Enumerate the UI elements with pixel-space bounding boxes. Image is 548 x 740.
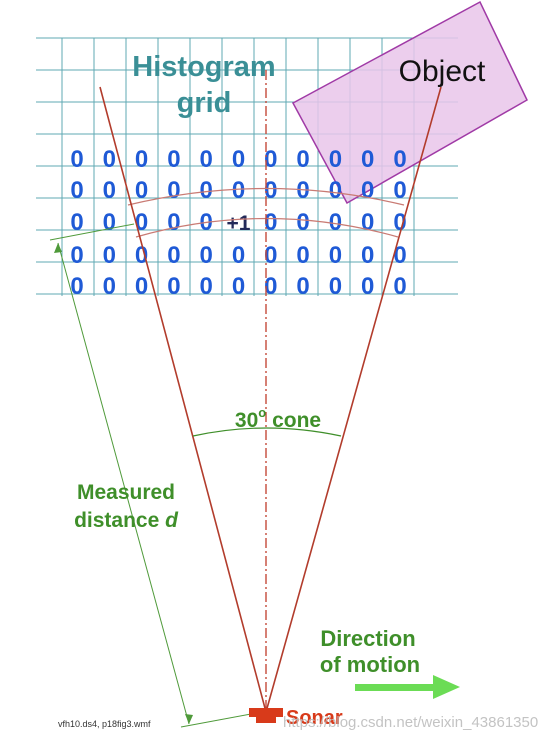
grid-cell-value: 0 bbox=[361, 242, 374, 269]
grid-cell-value: 0 bbox=[329, 242, 342, 269]
sonar-icon bbox=[249, 708, 283, 723]
grid-cell-value: 0 bbox=[329, 209, 342, 236]
grid-cell-value: 0 bbox=[70, 273, 83, 300]
grid-cell-value: 0 bbox=[296, 273, 309, 300]
grid-cell-value: 0 bbox=[264, 209, 277, 236]
grid-cell-value: 0 bbox=[167, 242, 180, 269]
grid-cell-value: 0 bbox=[103, 242, 116, 269]
grid-cell-value: 0 bbox=[329, 177, 342, 204]
cone-degree: o bbox=[258, 405, 266, 420]
grid-cell-value: 0 bbox=[296, 177, 309, 204]
grid-cell-value: 0 bbox=[232, 242, 245, 269]
cone-value: 30 bbox=[235, 409, 258, 432]
grid-cell-value: 0 bbox=[135, 146, 148, 173]
grid-cell-value: 0 bbox=[264, 273, 277, 300]
object-label: Object bbox=[399, 55, 486, 88]
cone-label: 30o cone bbox=[235, 405, 321, 432]
measured-line2-text: distance bbox=[74, 509, 159, 532]
grid-cell-value: 0 bbox=[167, 146, 180, 173]
direction-line2: of motion bbox=[320, 652, 420, 677]
watermark: https://blog.csdn.net/weixin_43861350 bbox=[283, 714, 538, 731]
grid-cell-value: 0 bbox=[103, 146, 116, 173]
grid-cell-value: 0 bbox=[167, 177, 180, 204]
sonar-label: Sonar bbox=[286, 707, 343, 729]
footer-file-label: vfh10.ds4, p18fig3.wmf bbox=[58, 719, 151, 729]
grid-cell-value: 0 bbox=[393, 209, 406, 236]
cone-right-edge bbox=[265, 86, 442, 713]
direction-arrow-icon bbox=[355, 675, 460, 699]
grid-cell-value: 0 bbox=[361, 209, 374, 236]
grid-cell-value: 0 bbox=[232, 146, 245, 173]
cone-angle-arc bbox=[192, 427, 342, 437]
grid-cell-value: 0 bbox=[393, 242, 406, 269]
grid-cell-value: 0 bbox=[361, 273, 374, 300]
grid-cell-value: 0 bbox=[393, 177, 406, 204]
grid-cell-value: 0 bbox=[296, 242, 309, 269]
title-line1: Histogram bbox=[132, 51, 275, 83]
grid-cell-value: 0 bbox=[135, 242, 148, 269]
measured-line2: distance d bbox=[74, 509, 179, 532]
grid-cell-value: 0 bbox=[167, 273, 180, 300]
grid-cell-value: 0 bbox=[167, 209, 180, 236]
grid-cell-value: 0 bbox=[232, 273, 245, 300]
grid-cell-value: 0 bbox=[135, 209, 148, 236]
grid-cell-value: 0 bbox=[232, 177, 245, 204]
grid-cell-value: 0 bbox=[135, 177, 148, 204]
grid-cell-value: 0 bbox=[361, 146, 374, 173]
grid-cell-value: 0 bbox=[103, 177, 116, 204]
grid-cell-value: 0 bbox=[393, 146, 406, 173]
grid-cell-value: 0 bbox=[200, 177, 213, 204]
grid-cell-value: 0 bbox=[70, 177, 83, 204]
grid-cell-value: 0 bbox=[200, 273, 213, 300]
grid-cell-value: 0 bbox=[296, 209, 309, 236]
measured-distance-dimension bbox=[49, 223, 263, 728]
object-box bbox=[291, 0, 528, 205]
grid-cell-value: 0 bbox=[70, 242, 83, 269]
grid-cell-value: 0 bbox=[135, 273, 148, 300]
cone-left-edge bbox=[99, 86, 267, 713]
grid-cell-value: 0 bbox=[70, 209, 83, 236]
grid-cell-value: 0 bbox=[329, 273, 342, 300]
grid-cell-value: 0 bbox=[361, 177, 374, 204]
histogram-grid-lines bbox=[36, 37, 458, 296]
grid-cell-value: 0 bbox=[264, 177, 277, 204]
grid-cell-value: 0 bbox=[70, 146, 83, 173]
grid-cell-value: 0 bbox=[393, 273, 406, 300]
grid-cell-value: 0 bbox=[329, 146, 342, 173]
title-line2: grid bbox=[177, 87, 232, 119]
grid-cell-value: 0 bbox=[296, 146, 309, 173]
grid-cell-value: 0 bbox=[103, 273, 116, 300]
measured-variable: d bbox=[165, 509, 179, 532]
cone-text: cone bbox=[272, 409, 321, 432]
measured-line1: Measured bbox=[77, 481, 175, 504]
direction-line1: Direction bbox=[320, 626, 415, 651]
grid-cell-value: 0 bbox=[264, 242, 277, 269]
grid-cell-value: 0 bbox=[200, 242, 213, 269]
grid-cell-value: 0 bbox=[200, 146, 213, 173]
grid-cell-value: +1 bbox=[227, 212, 251, 235]
grid-cell-value: 0 bbox=[264, 146, 277, 173]
grid-cell-value: 0 bbox=[103, 209, 116, 236]
